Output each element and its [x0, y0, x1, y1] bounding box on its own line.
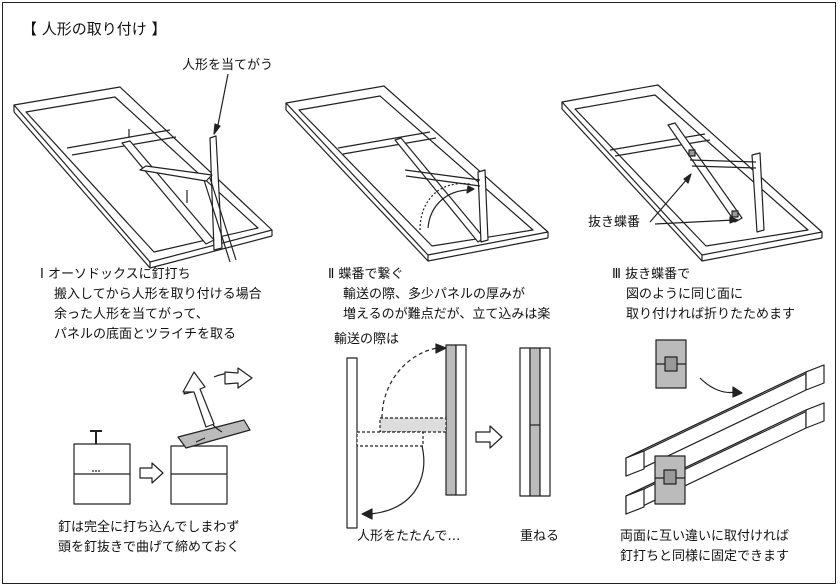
callout-apply-doll: 人形を当てがう: [182, 58, 274, 73]
nail-note-line: 釘は完全に打ち込んでしまわず: [58, 520, 240, 535]
hinge-detail-arrow: [475, 425, 503, 449]
page-title: 【 人形の取り付け 】: [22, 20, 167, 38]
method-1-line: 搬入してから人形を取り付ける場合: [54, 287, 262, 302]
method-2-line: 増えるのが難点だが、立て込みは楽: [343, 307, 551, 322]
callout-leader-apply-doll: [213, 73, 229, 135]
method-2-line: 輸送の際、多少パネルの厚みが: [343, 287, 526, 302]
callout-during-transport: 輸送の際は: [334, 332, 400, 347]
method-1-line: パネルの底面とツライチを取る: [54, 327, 237, 342]
panel-1-doll: [121, 129, 237, 263]
panel-3-doll: [667, 122, 765, 233]
callout-fold-doll: 人形をたたんで…: [357, 529, 461, 544]
method-3-line: 取り付ければ折りたためます: [626, 307, 796, 322]
panel-2-doll: [394, 137, 489, 243]
nail-detail-before: [73, 430, 131, 505]
callout-removable-hinge: 抜き蝶番: [588, 215, 641, 230]
callout-leader-removable-hinge: [649, 173, 739, 225]
nail-detail-arrow: [139, 462, 164, 484]
hinge-detail-fold: [346, 343, 467, 529]
panel-1-frame: [13, 86, 273, 269]
method-1-line: 余った人形を当てがって、: [54, 307, 209, 322]
panel-2-frame: [285, 85, 549, 262]
method-3-line: 図のように同じ面に: [626, 287, 744, 302]
method-3-heading: Ⅲ 抜き蝶番で: [612, 267, 691, 282]
nail-note-line: 頭を釘抜きで曲げて締めておく: [58, 540, 240, 555]
beam-detail-top: [625, 364, 825, 477]
both-sides-note-line: 両面に互い違いに取付ければ: [620, 529, 790, 544]
beam-detail-hinges: [654, 339, 743, 505]
panel-3-frame: [561, 84, 823, 262]
nail-detail-after: [170, 367, 253, 505]
hinge-detail-stacked: [519, 347, 551, 497]
method-1-heading: Ⅰ オーソドックスに釘打ち: [40, 267, 191, 282]
callout-stack: 重ねる: [520, 529, 560, 544]
method-2-heading: Ⅱ 蝶番で繋ぐ: [328, 267, 404, 282]
both-sides-note-line: 釘打ちと同様に固定できます: [620, 549, 790, 564]
